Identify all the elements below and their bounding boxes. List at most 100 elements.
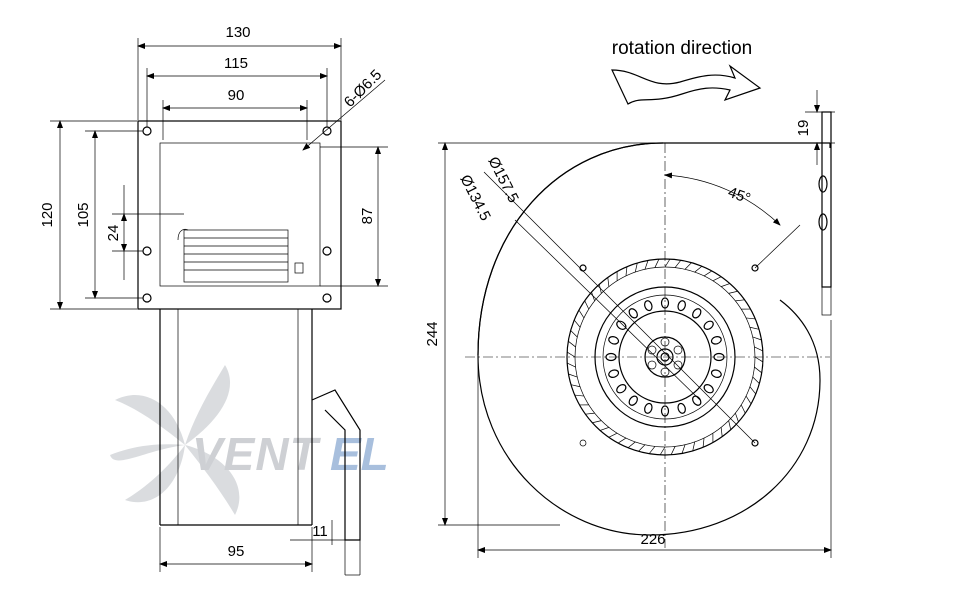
blade [607, 277, 610, 287]
mount-hole [322, 126, 332, 136]
label-120: 120 [39, 202, 56, 227]
blade [728, 290, 738, 294]
mount-hole [142, 126, 152, 136]
blade [568, 373, 578, 378]
label-dia-inner: Ø134.5 [456, 172, 493, 224]
label-24: 24 [105, 225, 122, 242]
slot [616, 320, 627, 330]
label-dia-outer: Ø157.5 [484, 154, 521, 206]
mount-hole [142, 293, 152, 303]
blade [574, 394, 584, 397]
rotation-label: rotation direction [612, 38, 752, 59]
blade [627, 441, 636, 449]
svg-text:EL: EL [330, 428, 389, 480]
slot [703, 320, 714, 330]
motor-body [183, 229, 289, 283]
blade [654, 259, 660, 268]
mount-hole [322, 293, 332, 303]
blade [735, 299, 745, 302]
blade [567, 362, 576, 368]
slot [703, 384, 714, 394]
label-87: 87 [359, 208, 376, 225]
blade [702, 438, 705, 448]
label-226: 226 [640, 531, 665, 548]
blade [585, 412, 595, 415]
blade [752, 376, 760, 384]
blade [703, 270, 713, 277]
label-angle: 45° [726, 184, 753, 208]
blade [735, 412, 739, 422]
rotation-indicator: rotation direction [611, 38, 762, 105]
label-105: 105 [75, 202, 92, 227]
blade [749, 386, 757, 395]
blade [749, 326, 760, 330]
slot [692, 308, 702, 319]
slot [616, 384, 627, 394]
angle-arc [664, 172, 781, 226]
label-90: 90 [228, 87, 245, 104]
blade [608, 432, 618, 438]
slot [710, 336, 722, 345]
blade [692, 441, 696, 452]
flange-plate [137, 120, 342, 310]
blade [728, 420, 732, 430]
blade [752, 336, 762, 341]
blade [570, 384, 581, 388]
blade [694, 265, 703, 273]
label-244: 244 [424, 321, 441, 346]
slot [644, 402, 653, 414]
mount-hole [322, 246, 332, 256]
inlet-opening [159, 142, 321, 287]
volute-housing [477, 142, 821, 536]
blade [670, 446, 676, 455]
blade [681, 444, 686, 454]
blade [720, 427, 723, 437]
blade [570, 330, 578, 338]
blade [659, 446, 666, 456]
watermark-text: VENT [192, 428, 322, 480]
blade [617, 437, 627, 444]
blade [664, 258, 671, 268]
blade [566, 351, 576, 358]
blade [740, 404, 746, 414]
slot [710, 369, 722, 378]
blade [573, 319, 581, 328]
blade [712, 276, 722, 282]
slot [692, 395, 702, 406]
front-view: 130 115 90 6-Ø6.5 120 105 24 87 95 11 [39, 24, 388, 576]
blade [674, 260, 682, 268]
label-11: 11 [312, 523, 328, 540]
label-holes: 6-Ø6.5 [341, 66, 385, 110]
fan-blade-icon [110, 365, 240, 515]
blade [592, 420, 602, 424]
blade [600, 427, 610, 431]
blade [598, 284, 602, 294]
slot [644, 300, 653, 312]
blade [720, 283, 730, 287]
impeller-blades [566, 258, 764, 456]
label-115: 115 [224, 55, 248, 72]
label-130: 130 [225, 24, 250, 41]
slot [608, 336, 620, 345]
rotation-arrow-icon [611, 64, 762, 105]
blade [754, 346, 763, 352]
slot [608, 369, 620, 378]
blade [591, 292, 595, 302]
blade [684, 262, 692, 270]
blade [578, 309, 585, 319]
blade [648, 446, 656, 454]
slot [628, 308, 638, 319]
slot [677, 402, 686, 414]
blade [584, 300, 590, 310]
blade [625, 266, 628, 276]
slot [677, 300, 686, 312]
label-95: 95 [228, 543, 245, 560]
blade [634, 262, 638, 273]
blade [746, 317, 756, 320]
mount-hole [142, 246, 152, 256]
blade [754, 366, 762, 374]
watermark-logo: VENT EL [110, 365, 389, 515]
label-19: 19 [795, 120, 812, 137]
blade [754, 356, 764, 363]
